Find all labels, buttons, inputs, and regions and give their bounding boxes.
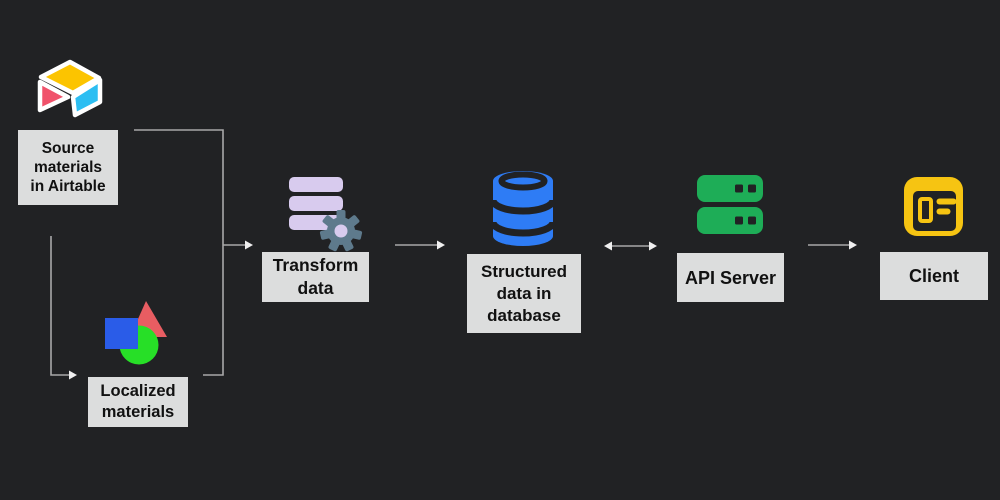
client-label: Client: [880, 252, 988, 300]
database-cylinder-icon: [490, 171, 556, 246]
localized-materials-label: Localized materials: [88, 377, 188, 427]
airtable-logo-icon: [37, 59, 103, 118]
structured-data-label: Structured data in database: [467, 254, 581, 333]
server-rack-icon: [697, 175, 763, 234]
gear-icon: [319, 210, 363, 252]
app-window-icon: [904, 177, 963, 236]
source-materials-label: Source materials in Airtable: [18, 130, 118, 205]
shapes-icon: [105, 301, 167, 365]
data-stack-gear-icon: [289, 177, 363, 252]
transform-data-label: Transform data: [262, 252, 369, 302]
api-server-label: API Server: [677, 253, 784, 302]
